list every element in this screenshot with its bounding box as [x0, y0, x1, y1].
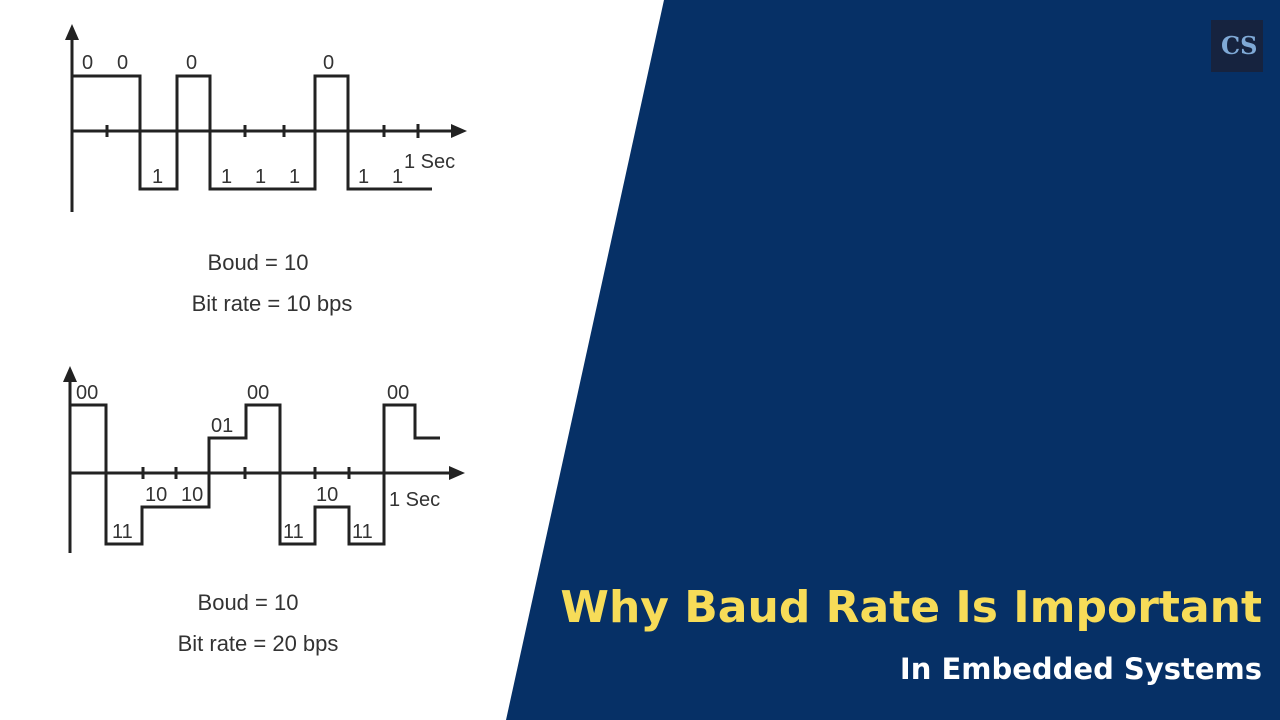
- bottom-symbol-label: 00: [387, 382, 409, 404]
- bottom-symbol-label: 10: [181, 484, 203, 506]
- bottom-symbol-label: 11: [283, 521, 304, 543]
- top-caption-bitrate: Bit rate = 10 bps: [192, 291, 353, 316]
- bottom-y-arrowhead: [63, 366, 77, 382]
- top-bit-label: 1: [152, 166, 163, 188]
- navy-panel: [506, 0, 1280, 720]
- top-x-arrowhead: [451, 124, 467, 138]
- bottom-symbol-label: 01: [211, 415, 233, 437]
- top-signal-waveform: [72, 74, 432, 191]
- top-bit-label: 1: [221, 166, 232, 188]
- bottom-symbol-label: 00: [247, 382, 269, 404]
- logo-text: CS: [1221, 31, 1258, 60]
- top-bit-label: 0: [82, 52, 93, 74]
- bottom-time-label: 1 Sec: [389, 489, 440, 511]
- logo-icon: CS: [1211, 20, 1263, 72]
- page-subtitle: In Embedded Systems: [899, 652, 1262, 686]
- top-bit-label: 0: [323, 52, 334, 74]
- top-bit-label: 1: [392, 166, 403, 188]
- top-time-label: 1 Sec: [404, 151, 455, 173]
- bottom-symbol-label: 11: [112, 521, 133, 543]
- bottom-symbol-labels: 00 11 10 10 01 00 11 10 11 00 1 Sec: [76, 382, 440, 543]
- top-waveform-diagram: [65, 24, 467, 212]
- bottom-waveform-diagram: [63, 366, 465, 553]
- top-bit-label: 1: [255, 166, 266, 188]
- bottom-symbol-label: 11: [352, 521, 373, 543]
- top-bit-label: 0: [186, 52, 197, 74]
- bottom-symbol-label: 00: [76, 382, 98, 404]
- bottom-x-arrowhead: [449, 466, 465, 480]
- top-y-arrowhead: [65, 24, 79, 40]
- bottom-symbol-label: 10: [316, 484, 338, 506]
- bottom-caption-baud: Boud = 10: [198, 590, 299, 615]
- top-bit-label: 1: [358, 166, 369, 188]
- bottom-signal-waveform: [70, 403, 440, 546]
- bottom-caption-bitrate: Bit rate = 20 bps: [178, 631, 339, 656]
- page-title: Why Baud Rate Is Important: [560, 582, 1262, 633]
- top-bit-label: 1: [289, 166, 300, 188]
- top-bit-labels: 0 0 1 0 1 1 1 0 1 1 1 Sec: [82, 52, 455, 188]
- top-bit-label: 0: [117, 52, 128, 74]
- bottom-symbol-label: 10: [145, 484, 167, 506]
- top-caption-baud: Boud = 10: [208, 250, 309, 275]
